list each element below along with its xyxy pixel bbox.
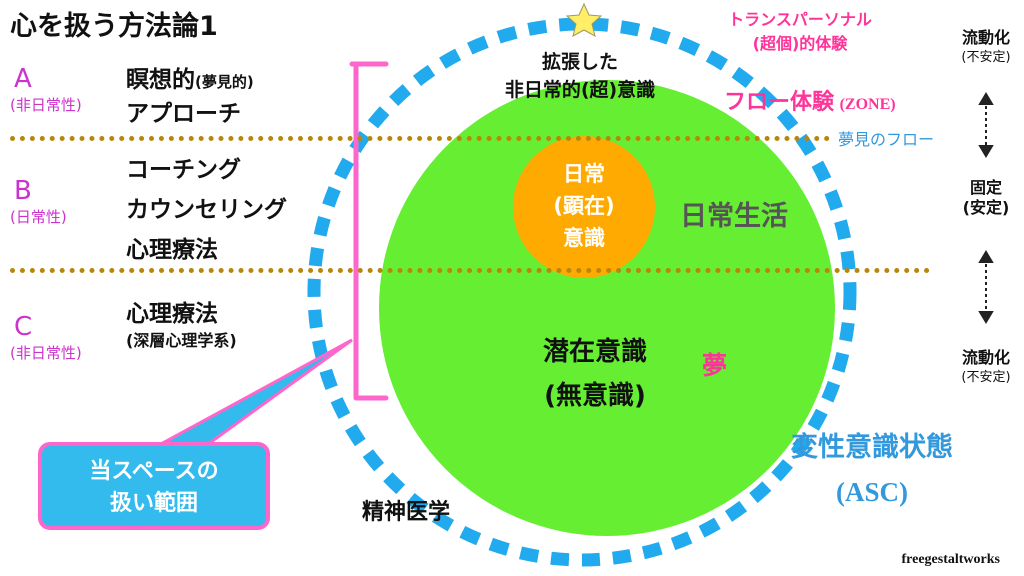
approach-c-line2: (深層心理学系) (126, 331, 237, 350)
approach-b-line1: コーチング (126, 157, 241, 183)
scope-bracket (349, 61, 389, 401)
category-a-sub: (非日常性) (10, 96, 82, 114)
latent-consciousness-label: 潜在意識 (無意識) (510, 330, 680, 418)
daily-consciousness-circle (513, 136, 655, 278)
category-c: C (非日常性) (10, 312, 120, 363)
approach-c-line1: 心理療法 (126, 301, 218, 327)
state-bottom-main: 流動化 (961, 348, 1010, 367)
approach-c: 心理療法 (深層心理学系) (126, 298, 237, 352)
expanded-consciousness-label: 拡張した 非日常的(超)意識 (470, 48, 690, 104)
flow-experience-text: フロー体験 (724, 90, 835, 115)
approach-b: コーチング カウンセリング 心理療法 (126, 150, 287, 270)
transpersonal-line1: トランスパーソナル (728, 10, 872, 29)
daily-life-label: 日常生活 (680, 201, 788, 232)
approach-b-line3: 心理療法 (126, 237, 218, 263)
flow-experience-label: フロー体験 (ZONE) (724, 84, 896, 116)
approach-a-main: 瞑想的 (126, 67, 195, 93)
daily-conscious-line1: 日常 (563, 162, 605, 186)
callout-line2: 扱い範囲 (109, 491, 198, 516)
state-middle: 固定 (安定) (946, 178, 1024, 218)
category-a-letter: A (14, 64, 32, 94)
daily-conscious-line3: 意識 (563, 226, 605, 250)
category-a: A (非日常性) (10, 64, 120, 115)
asc-line2: (ASC) (836, 477, 908, 507)
state-top-main: 流動化 (961, 28, 1010, 47)
category-c-letter: C (14, 312, 33, 342)
divider-line-top (10, 136, 830, 141)
scope-callout: 当スペースの 扱い範囲 (38, 442, 270, 530)
credit-text: freegestaltworks (901, 552, 1001, 567)
daily-consciousness-label: 日常 (顕在) 意識 (524, 158, 644, 254)
transpersonal-label: トランスパーソナル (超個)的体験 (700, 8, 900, 56)
daily-conscious-line2: (顕在) (553, 194, 615, 218)
transpersonal-line2: (超個)的体験 (752, 34, 848, 53)
state-bottom-small: (不安定) (961, 370, 1011, 385)
asc-label: 変性意識状態 (ASC) (772, 426, 972, 514)
psychiatry-label: 精神医学 (362, 500, 451, 525)
state-middle-main: 固定 (969, 178, 1002, 197)
dream-label: 夢 (702, 351, 728, 380)
dream-flow-label: 夢見のフロー (836, 126, 937, 150)
latent-line2: (無意識) (544, 381, 646, 411)
asc-dashed-ring (307, 17, 857, 567)
state-top: 流動化 (不安定) (946, 28, 1024, 68)
latent-consciousness-circle (379, 80, 835, 536)
state-middle-small: (安定) (962, 198, 1010, 217)
page-title: 心を扱う方法論1 (10, 11, 218, 42)
category-c-sub: (非日常性) (10, 344, 82, 362)
approach-b-line2: カウンセリング (126, 197, 287, 223)
zone-text: (ZONE) (839, 96, 896, 113)
expanded-line2: 非日常的(超)意識 (504, 79, 656, 101)
approach-a-line2: アプローチ (126, 101, 241, 127)
approach-a-small: (夢見的) (195, 73, 254, 91)
star-icon (565, 2, 603, 37)
asc-line1: 変性意識状態 (791, 432, 953, 463)
category-b-letter: B (14, 176, 32, 206)
callout-line1: 当スペースの (89, 459, 219, 484)
callout-tail (149, 338, 353, 452)
latent-line1: 潜在意識 (542, 337, 647, 367)
category-b-sub: (日常性) (10, 208, 67, 226)
category-b: B (日常性) (10, 176, 120, 227)
approach-a: 瞑想的(夢見的) アプローチ (126, 64, 254, 130)
state-top-small: (不安定) (961, 50, 1011, 65)
arrow-up-down-bottom (978, 250, 994, 324)
arrow-up-down-top (978, 92, 994, 158)
expanded-line1: 拡張した (541, 51, 618, 73)
divider-line-bottom (10, 268, 930, 273)
state-bottom: 流動化 (不安定) (946, 348, 1024, 388)
